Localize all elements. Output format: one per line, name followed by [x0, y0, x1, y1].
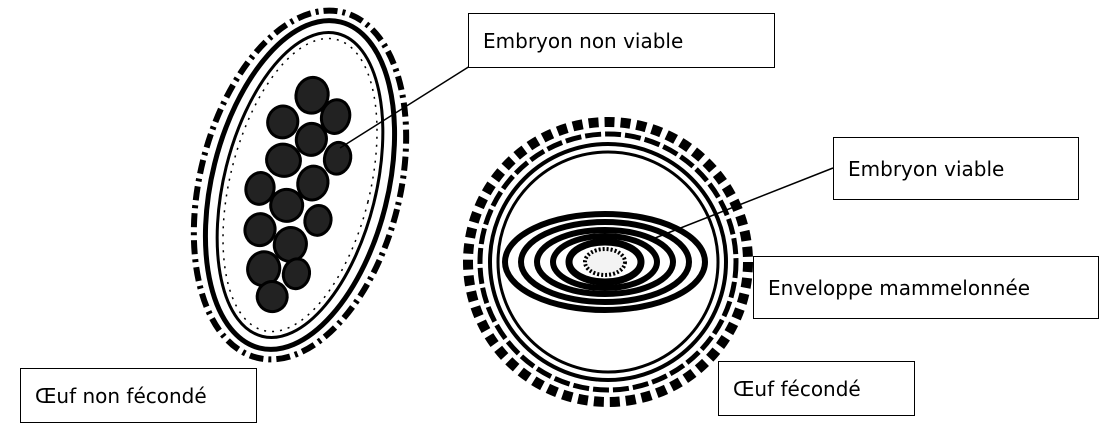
unfertilized-egg: [160, 0, 440, 382]
label-oeuf-feconde: Œuf fécondé: [718, 361, 915, 416]
label-enveloppe: Enveloppe mammelonnée: [753, 256, 1099, 319]
viable-embryo: [505, 214, 705, 310]
label-embryon-viable: Embryon viable: [833, 137, 1079, 200]
label-embryon-non-viable: Embryon non viable: [468, 13, 775, 68]
label-oeuf-non-feconde: Œuf non fécondé: [20, 368, 257, 423]
fertilized-egg: [468, 122, 748, 402]
